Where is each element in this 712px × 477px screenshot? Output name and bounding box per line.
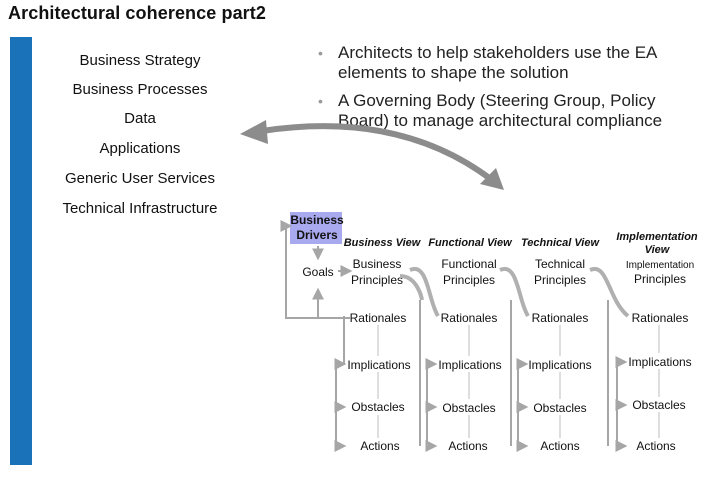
row-label: Actions: [448, 439, 487, 453]
row-label: Rationales: [350, 311, 407, 325]
drivers-highlight: [290, 212, 342, 244]
view-header: Functional View: [428, 237, 513, 249]
row-label: Actions: [636, 439, 675, 453]
row-label: Rationales: [632, 311, 689, 325]
principles-label: Principles: [351, 273, 403, 287]
page-title: Architectural coherence part2: [8, 3, 266, 23]
view-header: View: [645, 244, 671, 256]
bullet-list: • Architects to help stakeholders use th…: [318, 43, 708, 139]
bullet-item: • Architects to help stakeholders use th…: [318, 43, 708, 83]
principles-label: Functional: [441, 257, 496, 271]
double-arrow-icon: [240, 120, 504, 190]
layer-generic-user-services: Generic User Services: [64, 170, 216, 187]
row-labels: Rationales Rationales Rationales Rationa…: [347, 311, 691, 453]
bullet-item: • A Governing Body (Steering Group, Poli…: [318, 91, 708, 131]
row-label: Actions: [360, 439, 399, 453]
row-label: Rationales: [532, 311, 589, 325]
row-label: Obstacles: [351, 400, 404, 414]
row-label: Implications: [528, 358, 591, 372]
row-label: Obstacles: [533, 401, 586, 415]
principles-label: Technical: [535, 257, 585, 271]
row-label: Actions: [540, 439, 579, 453]
row-label: Rationales: [441, 311, 498, 325]
row-label: Obstacles: [632, 398, 685, 412]
row-label: Implications: [628, 355, 691, 369]
bullet-line: Architects to help stakeholders use the …: [338, 43, 658, 62]
bracket-connectors: [334, 300, 628, 452]
layer-applications: Applications: [99, 140, 181, 157]
view-header: Implementation: [616, 231, 698, 243]
principles-label: Principles: [534, 273, 586, 287]
layer-data: Data: [124, 110, 156, 127]
layer-business-processes: Business Processes: [72, 81, 208, 98]
bullet-line: Board) to manage architectural complianc…: [338, 111, 663, 130]
row-label: Implications: [347, 358, 410, 372]
view-header: Technical View: [521, 237, 600, 249]
principles-label: Business: [353, 257, 402, 271]
bullet-dot-icon: •: [318, 45, 323, 61]
drivers-label: Business: [290, 213, 344, 227]
goals-label: Goals: [302, 265, 333, 279]
row-label: Implications: [438, 358, 501, 372]
row-label: Obstacles: [442, 401, 495, 415]
view-header: Business View: [344, 237, 422, 249]
principles-label: Principles: [634, 272, 686, 286]
view-connector: [399, 266, 630, 318]
layer-business-strategy: Business Strategy: [79, 52, 201, 69]
column-lines: [377, 325, 660, 438]
bullet-line: A Governing Body (Steering Group, Policy: [338, 91, 656, 110]
principles-label: Principles: [443, 273, 495, 287]
drivers-label: Drivers: [296, 228, 338, 242]
drivers-loop: [280, 220, 353, 319]
bullet-dot-icon: •: [318, 93, 323, 109]
layer-technical-infrastructure: Technical Infrastructure: [62, 200, 218, 217]
bullet-line: elements to shape the solution: [338, 63, 569, 82]
principles-label: Implementation: [626, 260, 694, 271]
accent-bar: [10, 37, 32, 465]
